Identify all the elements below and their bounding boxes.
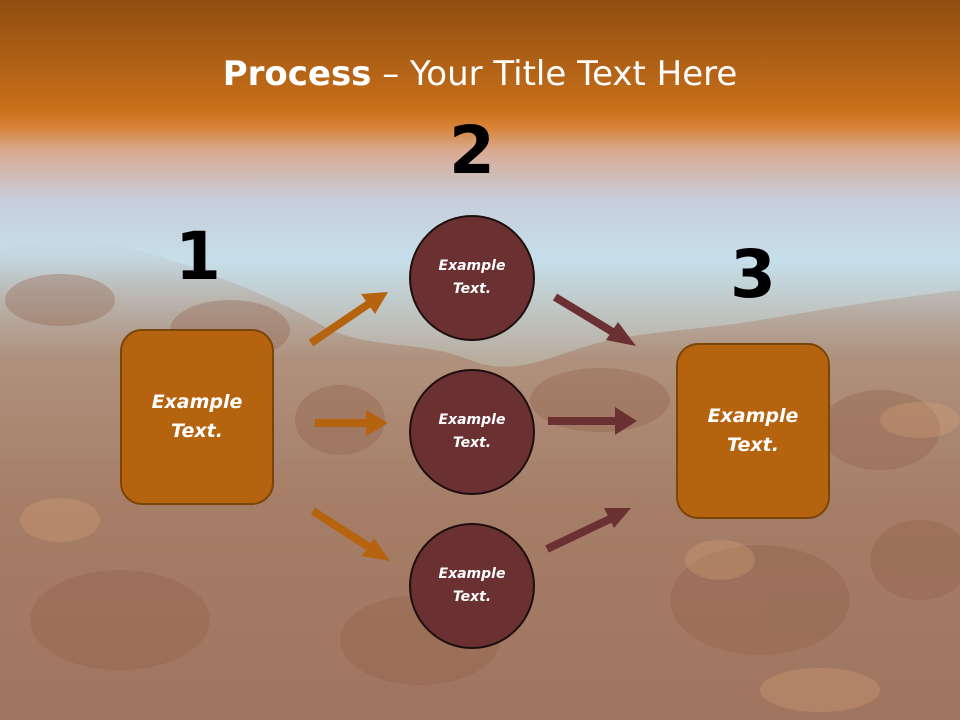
arrow-1-to-bottom [310, 507, 390, 561]
step-1-box: Example Text. [120, 329, 274, 505]
arrow-top-to-3 [552, 293, 636, 346]
arrow-middle-to-3 [548, 407, 637, 435]
step-2-circle-bottom: Example Text. [409, 523, 535, 649]
step-2-circle-middle: Example Text. [409, 369, 535, 495]
arrow-1-to-middle [315, 410, 388, 436]
step-3-box: Example Text. [676, 343, 830, 519]
slide-title: Process – Your Title Text Here [0, 52, 960, 96]
step-2-circle-bottom-text: Example Text. [438, 566, 506, 605]
step-2-number: 2 [449, 112, 495, 189]
step-2-circle-middle-text: Example Text. [438, 412, 506, 451]
step-1-number: 1 [175, 218, 221, 295]
title-rest: – Your Title Text Here [371, 54, 738, 94]
step-1-text: Example Text. [151, 391, 243, 442]
arrow-1-to-top [308, 292, 388, 347]
step-3-text: Example Text. [707, 405, 799, 456]
step-2-circle-top-text: Example Text. [438, 258, 506, 297]
step-3-number: 3 [730, 236, 776, 313]
title-bold: Process [222, 54, 372, 94]
step-2-circle-top: Example Text. [409, 215, 535, 341]
arrow-bottom-to-3 [545, 508, 631, 553]
